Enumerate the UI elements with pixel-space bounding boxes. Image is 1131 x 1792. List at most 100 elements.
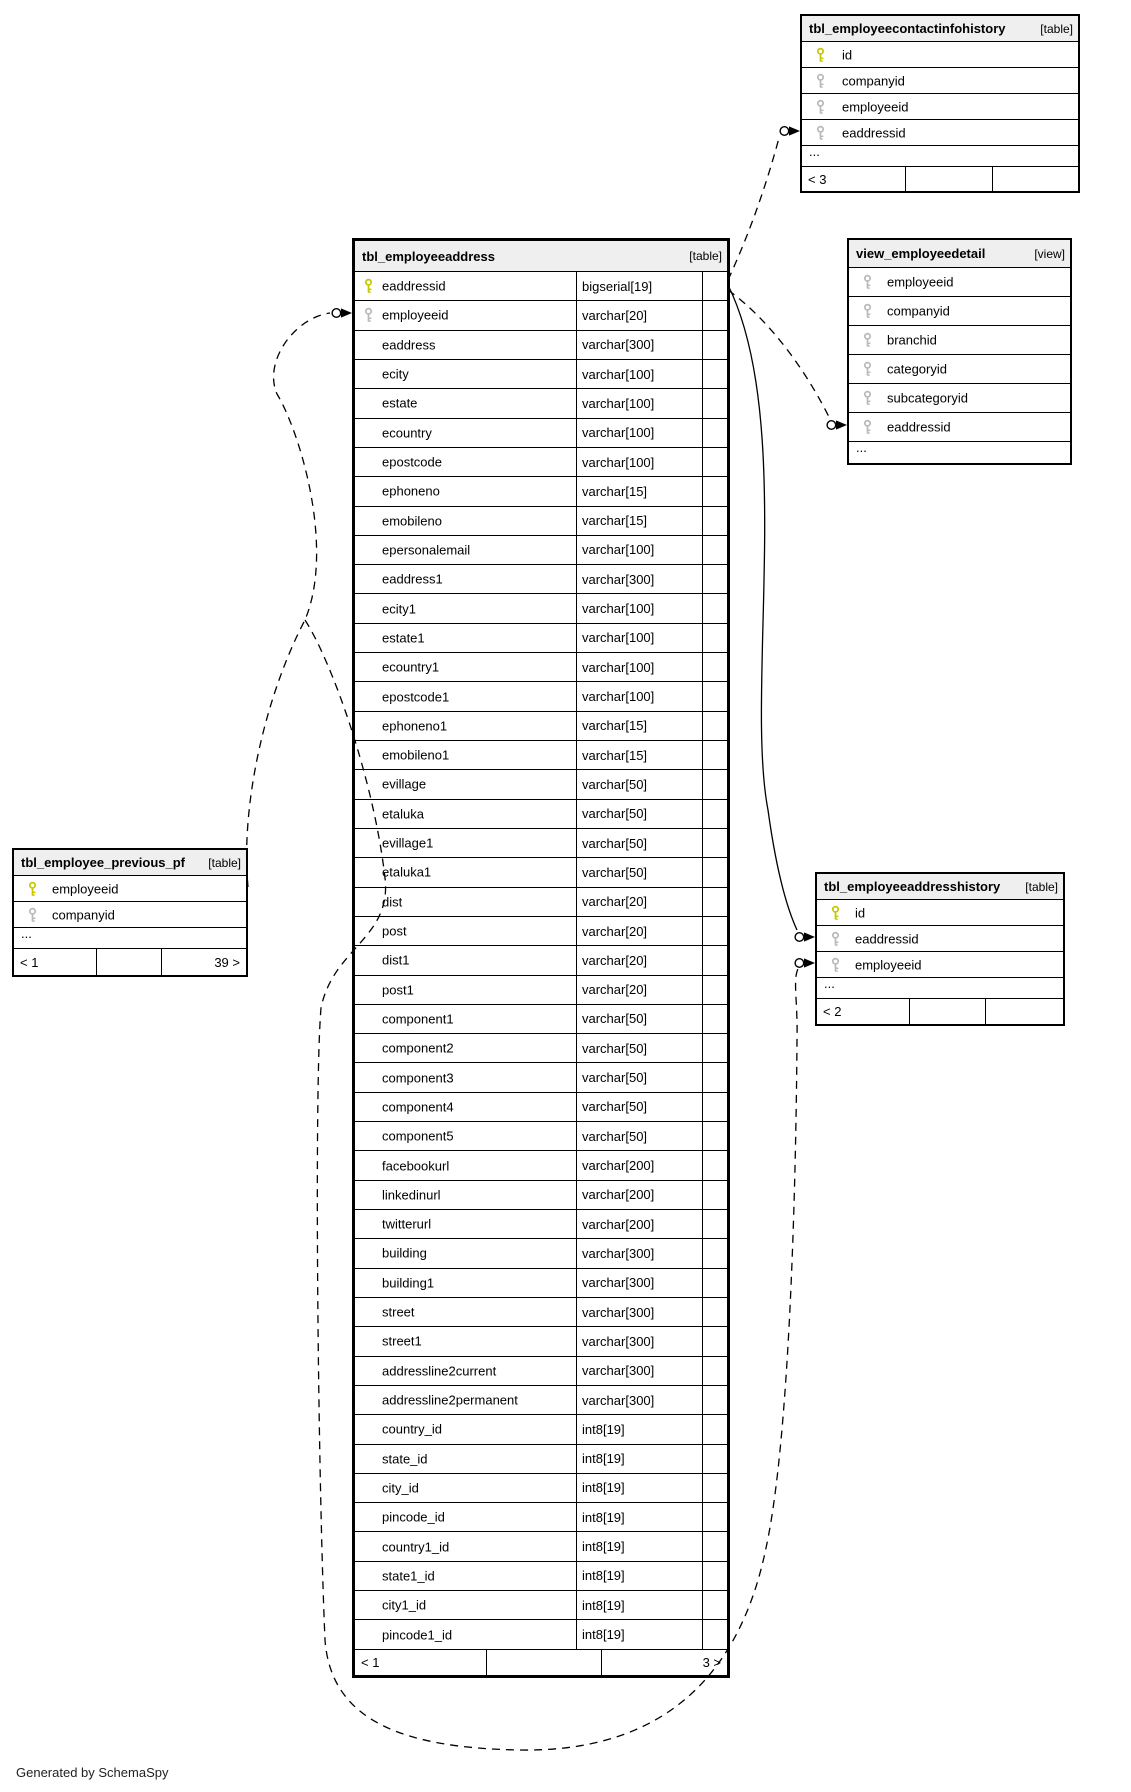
table-header: tbl_employeecontactinfohistory [table] — [802, 16, 1078, 42]
column-type: varchar[50] — [576, 1034, 708, 1063]
column-name: ecountry1 — [382, 659, 440, 675]
column-type: varchar[300] — [576, 1385, 708, 1415]
relationship-anchor-cell — [702, 447, 727, 477]
column-name: eaddressid — [855, 931, 919, 946]
table-employeeaddresshistory: tbl_employeeaddresshistory [table] id eaddr… — [815, 872, 1065, 1026]
relationship-anchor-cell — [702, 535, 727, 565]
primary-key-icon — [27, 881, 38, 896]
column-name: dist1 — [382, 952, 410, 968]
column-type: varchar[50] — [576, 828, 708, 858]
more-columns-ellipsis: ... — [802, 145, 1078, 167]
column-type: varchar[50] — [576, 1004, 708, 1034]
column-type: varchar[20] — [576, 975, 708, 1004]
table-name[interactable]: tbl_employeecontactinfohistory — [809, 21, 1006, 36]
column-name: emobileno1 — [382, 747, 450, 763]
table-name[interactable]: tbl_employee_previous_pf — [21, 855, 185, 870]
column-name: id — [855, 905, 866, 920]
table-kind-badge: [table] — [208, 855, 241, 870]
column-row: companyid — [849, 297, 1070, 326]
child-count-label — [992, 167, 1078, 191]
arrowhead-marker — [804, 958, 815, 968]
table-name[interactable]: tbl_employeeaddresshistory — [824, 879, 1001, 894]
implied-relationship-edge — [245, 312, 331, 888]
column-name: estate1 — [382, 630, 425, 646]
foreign-key-icon — [830, 931, 841, 946]
column-row: employeeid — [849, 268, 1070, 297]
column-type: varchar[50] — [576, 858, 708, 887]
table-kind-badge: [table] — [1025, 879, 1058, 894]
relationship-anchor-cell — [702, 330, 727, 359]
column-name: city1_id — [382, 1597, 427, 1613]
relationship-anchor-cell — [702, 1180, 727, 1209]
column-name: ecity1 — [382, 601, 416, 617]
generated-by-label: Generated by SchemaSpy — [16, 1765, 169, 1780]
column-name: branchid — [887, 332, 937, 348]
column-name: ecountry — [382, 425, 432, 441]
column-name: facebookurl — [382, 1158, 450, 1174]
column-type: varchar[50] — [576, 1063, 708, 1092]
table-kind-badge: [table] — [689, 249, 722, 263]
column-name: categoryid — [887, 361, 947, 377]
column-type: varchar[100] — [576, 682, 708, 711]
table-kind-badge: [table] — [1040, 21, 1073, 36]
column-name: evillage — [382, 776, 427, 792]
relationship-anchor-cell — [702, 1561, 727, 1591]
relationship-anchor-cell — [702, 858, 727, 887]
column-type: int8[19] — [576, 1561, 708, 1591]
table-name[interactable]: view_employeedetail — [856, 246, 986, 261]
column-type: varchar[300] — [576, 565, 708, 594]
column-type: varchar[100] — [576, 359, 708, 389]
column-row: component3 varchar[50] — [355, 1063, 727, 1093]
relationship-anchor-cell — [702, 1268, 727, 1297]
column-name: eaddressid — [887, 419, 951, 435]
column-type: varchar[300] — [576, 1268, 708, 1297]
footer-spacer-cell — [905, 167, 992, 191]
column-name: state1_id — [382, 1568, 435, 1584]
arrowhead-marker — [341, 308, 352, 318]
column-name: street1 — [382, 1333, 422, 1349]
relationship-anchor-cell — [702, 799, 727, 828]
table-kind-badge: [view] — [1034, 246, 1065, 261]
column-type: int8[19] — [576, 1444, 708, 1473]
column-row: employeeid — [802, 94, 1078, 120]
column-type: varchar[100] — [576, 623, 708, 653]
table-name[interactable]: tbl_employeeaddress — [362, 248, 495, 264]
relationship-anchor-cell — [702, 1415, 727, 1444]
column-type: int8[19] — [576, 1473, 708, 1503]
relationship-anchor-cell — [702, 887, 727, 916]
relationship-anchor-cell — [702, 828, 727, 858]
column-name: component2 — [382, 1040, 454, 1056]
column-name: epostcode1 — [382, 689, 450, 705]
table-header: tbl_employeeaddress [table] — [355, 241, 727, 272]
arrowhead-marker — [836, 420, 847, 430]
column-name: component3 — [382, 1070, 454, 1086]
child-count-label: 39 > — [161, 949, 246, 975]
relationship-anchor-cell — [702, 272, 727, 301]
column-name: epostcode — [382, 454, 442, 470]
table-footer: < 3 — [802, 167, 1078, 191]
column-name: street — [382, 1304, 415, 1320]
relationship-anchor-cell — [702, 1092, 727, 1122]
relationship-anchor-cell — [702, 916, 727, 946]
relationship-anchor-cell — [702, 1503, 727, 1532]
footer-spacer-cell — [485, 1649, 601, 1675]
relationship-anchor-cell — [702, 1063, 727, 1092]
